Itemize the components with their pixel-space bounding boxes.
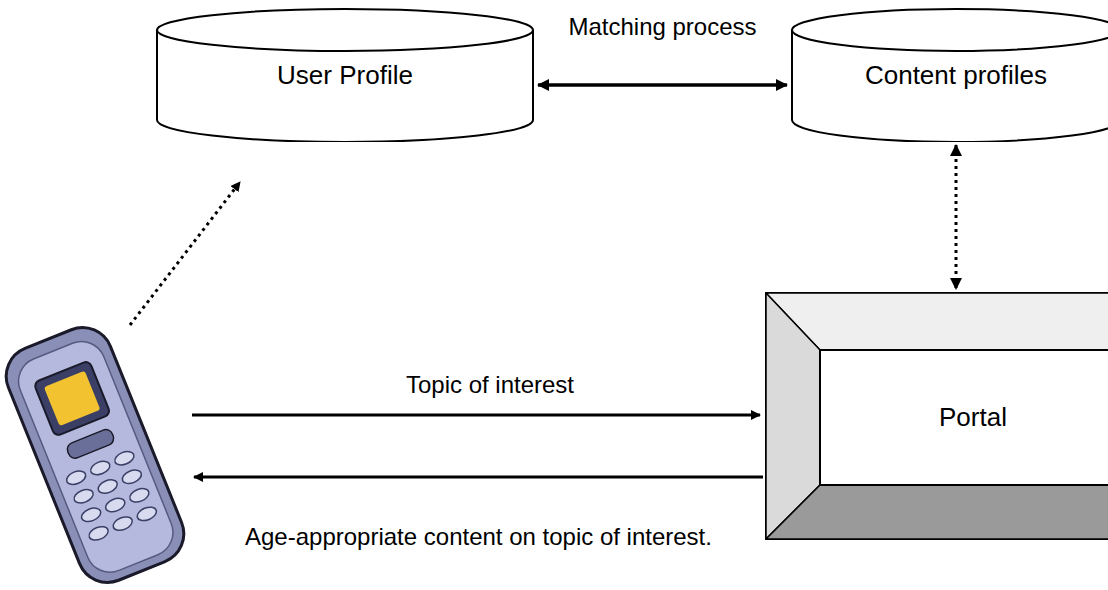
portal-box: Portal	[765, 292, 1108, 540]
note-label: Age-appropriate content on topic of inte…	[245, 522, 740, 552]
edge-label: Matching process	[565, 13, 759, 41]
arrow-label: Topic of interest	[300, 370, 680, 400]
response-arrow	[194, 476, 763, 479]
mobile-phone	[0, 318, 193, 590]
request-arrow	[192, 414, 760, 417]
database-cylinder: Content profiles	[790, 8, 1108, 142]
node-outline	[765, 292, 1108, 540]
upload-arrow	[130, 182, 240, 325]
database-cylinder: User Profile	[155, 8, 535, 142]
connector	[538, 83, 787, 87]
node-text: Portal	[820, 402, 1108, 433]
node-text: User Profile	[155, 60, 535, 91]
node-text: Content profiles	[790, 60, 1108, 91]
connector	[955, 145, 958, 289]
